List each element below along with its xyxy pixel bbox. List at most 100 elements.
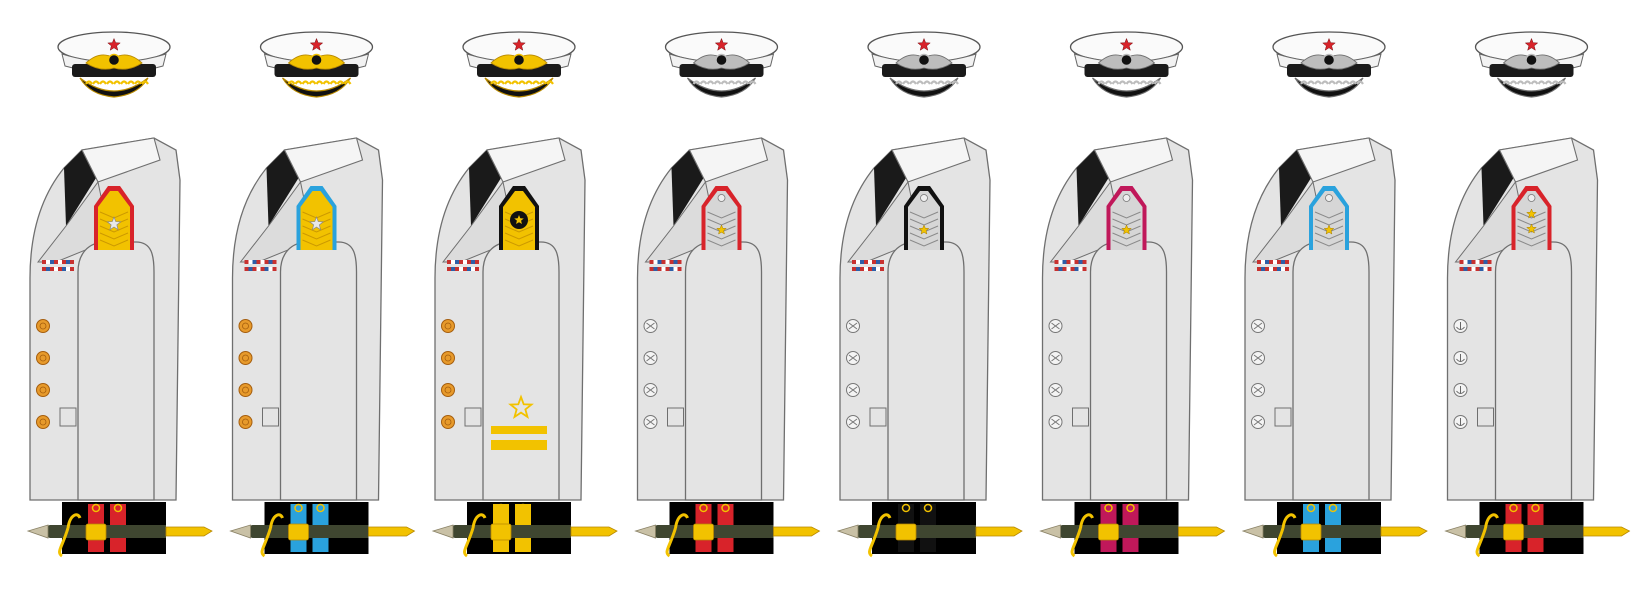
visor-leaf [343,80,352,85]
button-gold [441,351,455,365]
visor-leaf [902,80,910,85]
visor-leaf [294,80,303,85]
visor-leaf [895,80,903,85]
ribbon [872,260,876,264]
ribbon [455,267,459,271]
visor-leaf [1558,80,1567,85]
cap-visor [1496,77,1567,98]
cap-visor [1294,77,1364,98]
ribbon [1070,267,1075,271]
sleeve-star-icon [508,394,534,419]
ribbon [1062,267,1067,271]
jacket-collar [283,137,364,183]
jacket-lapel-shadow [671,150,704,226]
ribbon [268,260,273,264]
ribbon [657,267,662,271]
cap-star-icon [1322,37,1336,51]
peaked-cap [462,31,576,98]
dirk-tip [1444,524,1466,539]
visor-leaf [951,80,959,85]
button-emblem [444,322,452,330]
jacket-pocket [59,407,77,427]
ribbon [856,260,860,264]
ribbon [876,260,880,264]
visor-leaf [916,80,924,85]
sleeve-stripe [491,440,547,450]
ribbon [256,267,261,271]
jacket [839,137,991,501]
ribbon [58,260,62,264]
jacket-pocket [1274,407,1292,427]
ribbon [252,260,257,264]
jacket [1041,137,1194,501]
visor-leaf [1516,80,1525,85]
board-weave [302,225,331,233]
board-star-icon [918,224,930,235]
belt-buckle [1300,523,1322,541]
dirk-hilt [1178,526,1226,537]
belt-hanger [260,513,284,558]
visor-leaf [1300,80,1308,85]
jacket-sleeve [482,241,560,501]
visor-leaf [909,80,917,85]
visor-leaf [504,80,512,85]
ribbon [1475,267,1480,271]
ribbon [455,260,459,264]
dirk-tip [1241,524,1264,539]
ribbon [70,260,74,264]
button-gold [238,415,253,429]
ribbon [665,260,670,264]
button-emblem [242,354,249,362]
ribbon [1467,260,1472,264]
uniform-4 [634,31,821,558]
jacket-buttons [238,319,253,429]
belt-and-dirk [26,502,213,558]
button-emblem [444,418,452,426]
ribbon [1483,260,1488,264]
ribbon [447,267,451,271]
ribbon [852,267,856,271]
button-emblem [848,418,858,426]
jacket-pocket [869,407,887,427]
ribbon [1054,267,1059,271]
board-weave [99,239,129,247]
cap-visor [484,77,554,98]
ribbon [661,267,666,271]
shoulder-board [904,186,944,250]
ribbon [1471,267,1476,271]
ribbon [62,267,66,271]
ribbon [1471,260,1476,264]
board-weave [707,211,736,219]
ribbon [1066,267,1071,271]
ribbon [1269,267,1273,271]
button-emblem [848,354,858,362]
ribbon [244,260,249,264]
ribbon [1265,260,1269,264]
ribbon [1265,267,1269,271]
visor-leaf [92,80,100,85]
ribbon [1467,267,1472,271]
ribbon [50,260,54,264]
ribbon [1269,260,1273,264]
ribbon [264,260,269,264]
ribbon [1277,260,1281,264]
ribbon [1257,260,1261,264]
cap-badge-anchor [917,53,931,67]
button-emblem [39,418,47,426]
visor-leaf [727,80,736,85]
visor-leaf [944,80,952,85]
board-weave [1517,232,1546,240]
button-emblem [242,386,249,394]
board-weave [707,232,736,240]
button-emblem [39,354,47,362]
board-star-icon [1526,223,1537,234]
jacket-lapel-shadow [1076,150,1109,226]
ribbon [673,260,678,264]
ribbon [876,267,880,271]
cap-band [477,64,561,77]
visor-leaf [322,80,331,85]
belt-buckle [288,523,309,541]
board-weave [1112,211,1141,219]
ribbon-bar [1054,260,1087,271]
jacket-buttons [1251,319,1265,429]
